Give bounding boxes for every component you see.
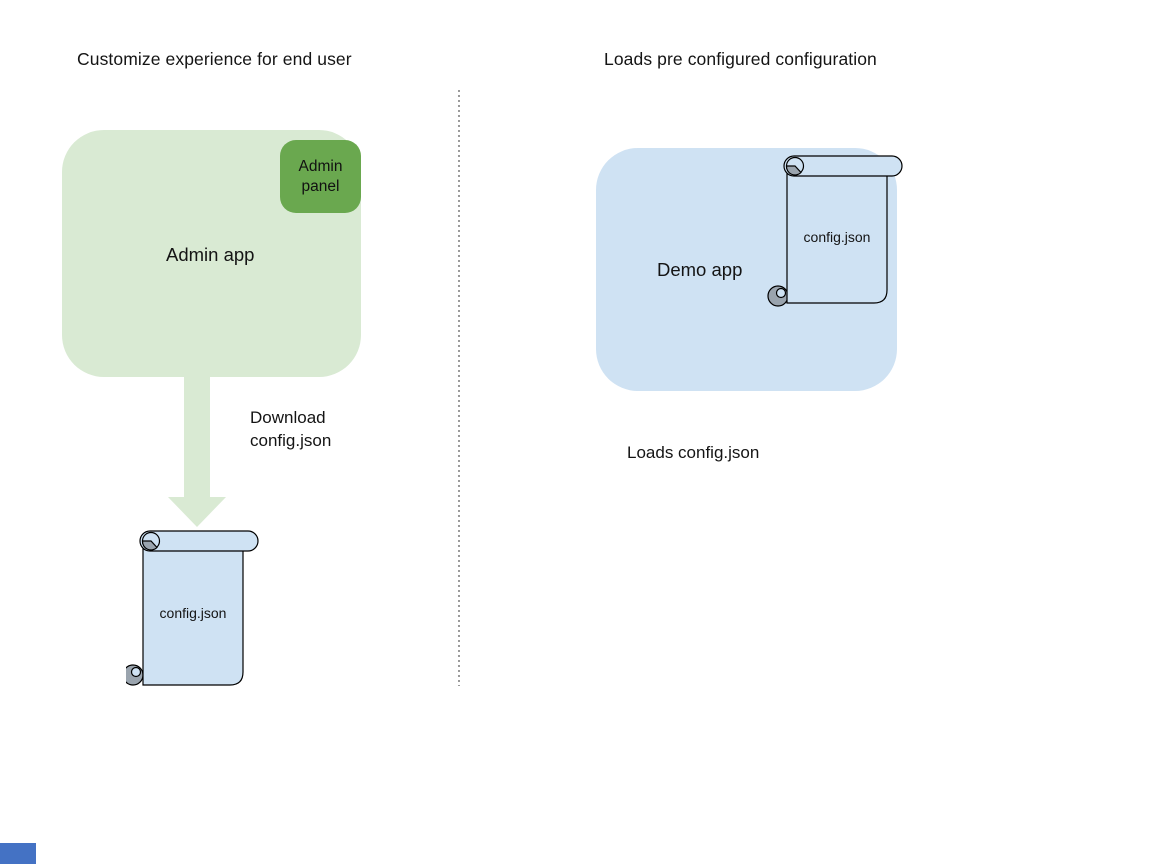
config-file-label: config.json xyxy=(159,605,227,621)
admin-panel-box xyxy=(280,140,361,213)
config-file-label: config.json xyxy=(803,229,871,245)
scroll-body xyxy=(786,173,888,304)
right-section-title: Loads pre configured configuration xyxy=(604,49,877,69)
corner-blue-rectangle xyxy=(0,843,36,864)
admin-panel-label: Admin panel xyxy=(298,158,343,195)
scroll-top-curl-shade xyxy=(785,165,802,176)
left-section-title: Customize experience for end user xyxy=(77,49,352,69)
config-file-scroll-icon xyxy=(126,530,259,686)
download-arrow-label: Download config.json xyxy=(250,408,332,450)
admin-app-label: Admin app xyxy=(166,244,255,265)
scroll-bottom-curl-inner xyxy=(775,287,787,299)
scroll-top-roll xyxy=(783,155,903,177)
download-arrow-icon xyxy=(168,376,226,527)
section-divider-dotted-line xyxy=(458,90,460,686)
scroll-top-roll xyxy=(139,530,259,552)
arrow-shape xyxy=(168,376,226,527)
loads-config-caption: Loads config.json xyxy=(627,443,760,462)
demo-app-label: Demo app xyxy=(657,259,743,280)
scroll-bottom-curl-inner xyxy=(130,666,142,678)
scroll-body xyxy=(142,548,244,686)
config-file-scroll-icon xyxy=(767,155,903,307)
scroll-top-curl-shade xyxy=(141,540,158,551)
